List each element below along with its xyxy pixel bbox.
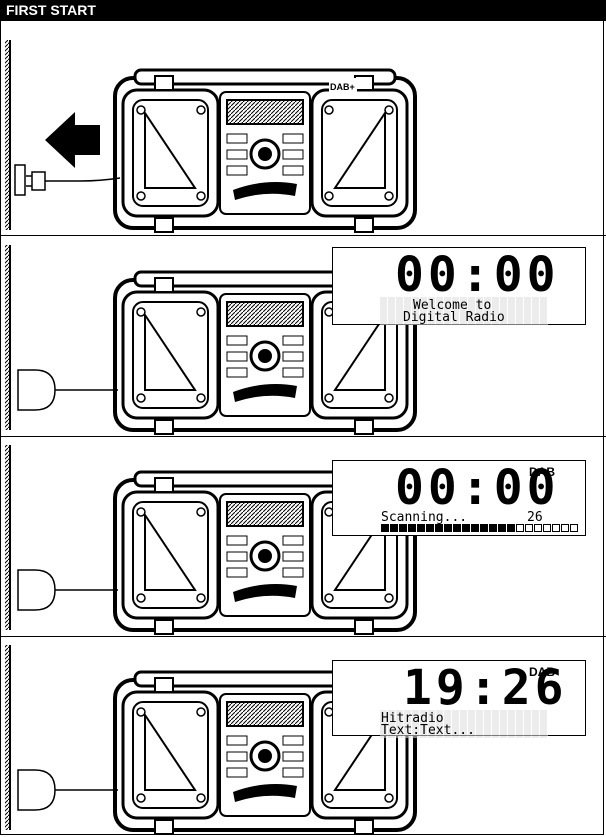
plug-icon (26, 171, 46, 191)
progress-segment (552, 524, 560, 532)
progress-segment (498, 524, 506, 532)
panel-divider (0, 235, 606, 236)
progress-segment (543, 524, 551, 532)
progress-segment (561, 524, 569, 532)
progress-segment (534, 524, 542, 532)
progress-segment (516, 524, 524, 532)
progress-segment (408, 524, 416, 532)
dab-logo-box (329, 78, 357, 94)
progress-segment (480, 524, 488, 532)
progress-segment (390, 524, 398, 532)
section-title: FIRST START (6, 2, 96, 18)
progress-segment (570, 524, 578, 532)
progress-segment (444, 524, 452, 532)
lcd-count: 26 (527, 510, 543, 525)
progress-segment (525, 524, 533, 532)
lcd-display: 19:26 DAB Hitradio Text:Text... (332, 660, 586, 738)
lcd-line-1: Hitradio (381, 711, 444, 726)
section-header: FIRST START (0, 0, 606, 21)
lcd-line-2: Digital Radio (403, 310, 505, 325)
progress-segment (426, 524, 434, 532)
progress-segment (381, 524, 389, 532)
progress-segment (417, 524, 425, 532)
progress-segment (435, 524, 443, 532)
progress-segment (507, 524, 515, 532)
progress-segment (462, 524, 470, 532)
lcd-display: 00:00 DAB Scanning... 26 (332, 460, 586, 536)
arrow-left-icon (45, 112, 100, 168)
lcd-line-1: Scanning... (381, 510, 468, 525)
svg-text:DAB+: DAB+ (330, 82, 355, 92)
lcd-line-1: Welcome to (413, 298, 492, 313)
panel-divider (0, 436, 606, 437)
panel-divider (0, 636, 606, 637)
lcd-line-2: Text:Text... (381, 723, 475, 738)
lcd-dab-indicator: DAB (529, 665, 555, 679)
scan-progress-bar (381, 524, 578, 532)
progress-segment (399, 524, 407, 532)
progress-segment (453, 524, 461, 532)
lcd-display: 00:00 Welcome to Digital Radio (332, 247, 586, 325)
page-frame (0, 21, 604, 835)
lcd-time: 00:00 (395, 247, 560, 303)
progress-segment (471, 524, 479, 532)
lcd-time: 00:00 (395, 460, 560, 516)
lcd-dab-indicator: DAB (529, 465, 555, 479)
lcd-time: 19:26 (403, 660, 568, 716)
progress-segment (489, 524, 497, 532)
